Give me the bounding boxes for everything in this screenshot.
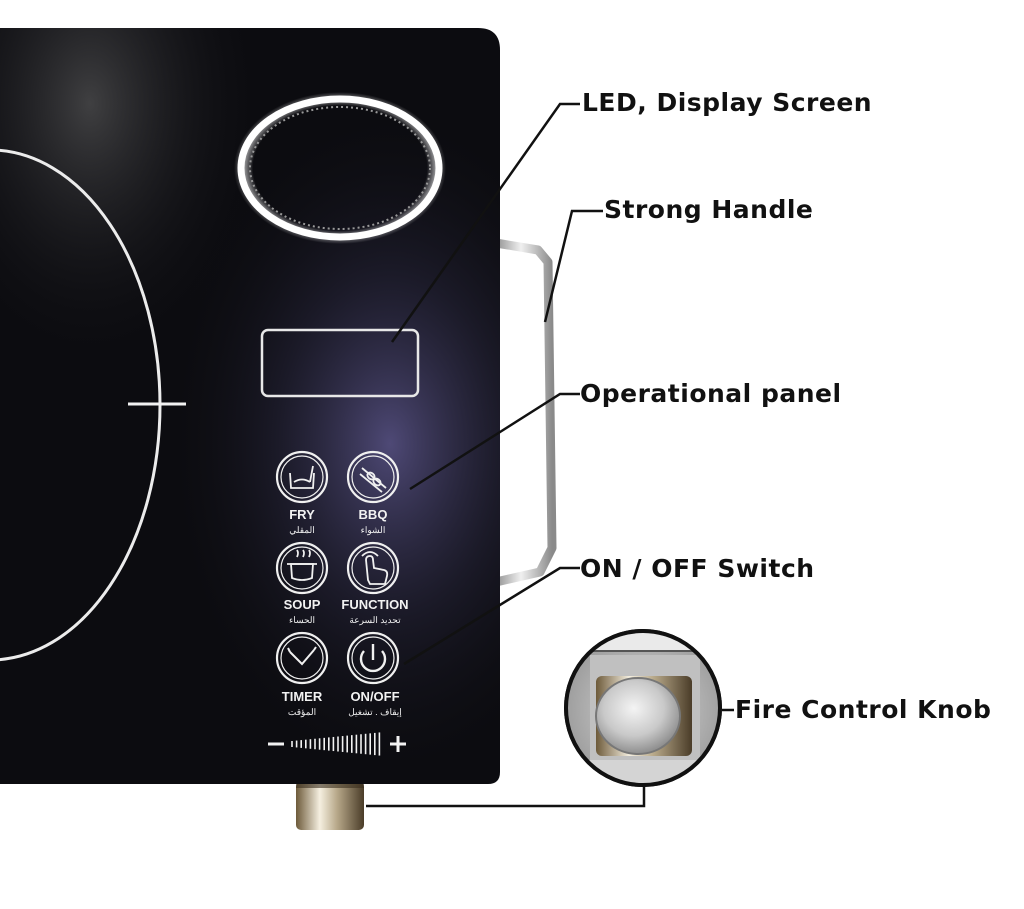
onoff-label-ar: إيقاف . تشغيل	[348, 707, 402, 717]
knob-body	[296, 782, 364, 830]
power-icon	[359, 644, 387, 673]
callout-led-display: LED, Display Screen	[582, 88, 873, 117]
onoff-button[interactable]: ON/OFF إيقاف . تشغيل	[320, 690, 430, 719]
onoff-label: ON/OFF	[350, 689, 400, 704]
function-label-ar: تحديد السرعة	[349, 615, 401, 625]
handle-bar	[489, 237, 557, 587]
soup-pot-icon	[287, 549, 317, 581]
bbq-skewer-icon	[359, 467, 387, 493]
fry-label: FRY	[289, 507, 315, 522]
soup-button-ring	[275, 541, 329, 595]
touch-hand-icon	[361, 551, 389, 585]
timer-button-ring	[275, 631, 329, 685]
timer-label: TIMER	[281, 689, 323, 704]
soup-button[interactable]: SOUP الحساء	[247, 598, 357, 627]
callout-onoff-switch: ON / OFF Switch	[580, 554, 815, 583]
timer-button[interactable]: TIMER المؤقت	[247, 690, 357, 719]
zone-indicator-ring	[234, 92, 446, 244]
timer-label-ar: المؤقت	[287, 707, 317, 717]
bbq-button-ring	[346, 450, 400, 504]
onoff-button-ring	[346, 631, 400, 685]
bbq-label-ar: الشواء	[360, 525, 386, 535]
callout-strong-handle: Strong Handle	[604, 195, 814, 224]
function-button[interactable]: FUNCTION تحديد السرعة	[320, 598, 430, 627]
power-level-slider	[268, 732, 406, 756]
switch-leader	[403, 566, 580, 666]
knob-leader	[366, 786, 646, 808]
panel-leader	[409, 392, 580, 491]
soup-label: SOUP	[283, 597, 321, 612]
led-display-screen	[260, 328, 420, 398]
bbq-label: BBQ	[358, 507, 388, 522]
function-label: FUNCTION	[341, 597, 409, 612]
handle-leader	[543, 209, 603, 323]
fry-button-ring	[275, 450, 329, 504]
knob-zoom-inset	[564, 629, 722, 787]
soup-label-ar: الحساء	[288, 615, 316, 625]
led-leader	[390, 102, 580, 343]
callout-fire-control-knob: Fire Control Knob	[735, 695, 992, 724]
bbq-button[interactable]: BBQ الشواء	[318, 508, 428, 537]
fry-pot-icon	[289, 465, 315, 489]
timer-check-icon	[287, 646, 317, 666]
fry-button[interactable]: FRY المقلي	[247, 508, 357, 537]
callout-operational-panel: Operational panel	[580, 379, 842, 408]
function-button-ring	[346, 541, 400, 595]
callout-leaders	[366, 102, 734, 808]
fry-label-ar: المقلي	[289, 525, 315, 535]
